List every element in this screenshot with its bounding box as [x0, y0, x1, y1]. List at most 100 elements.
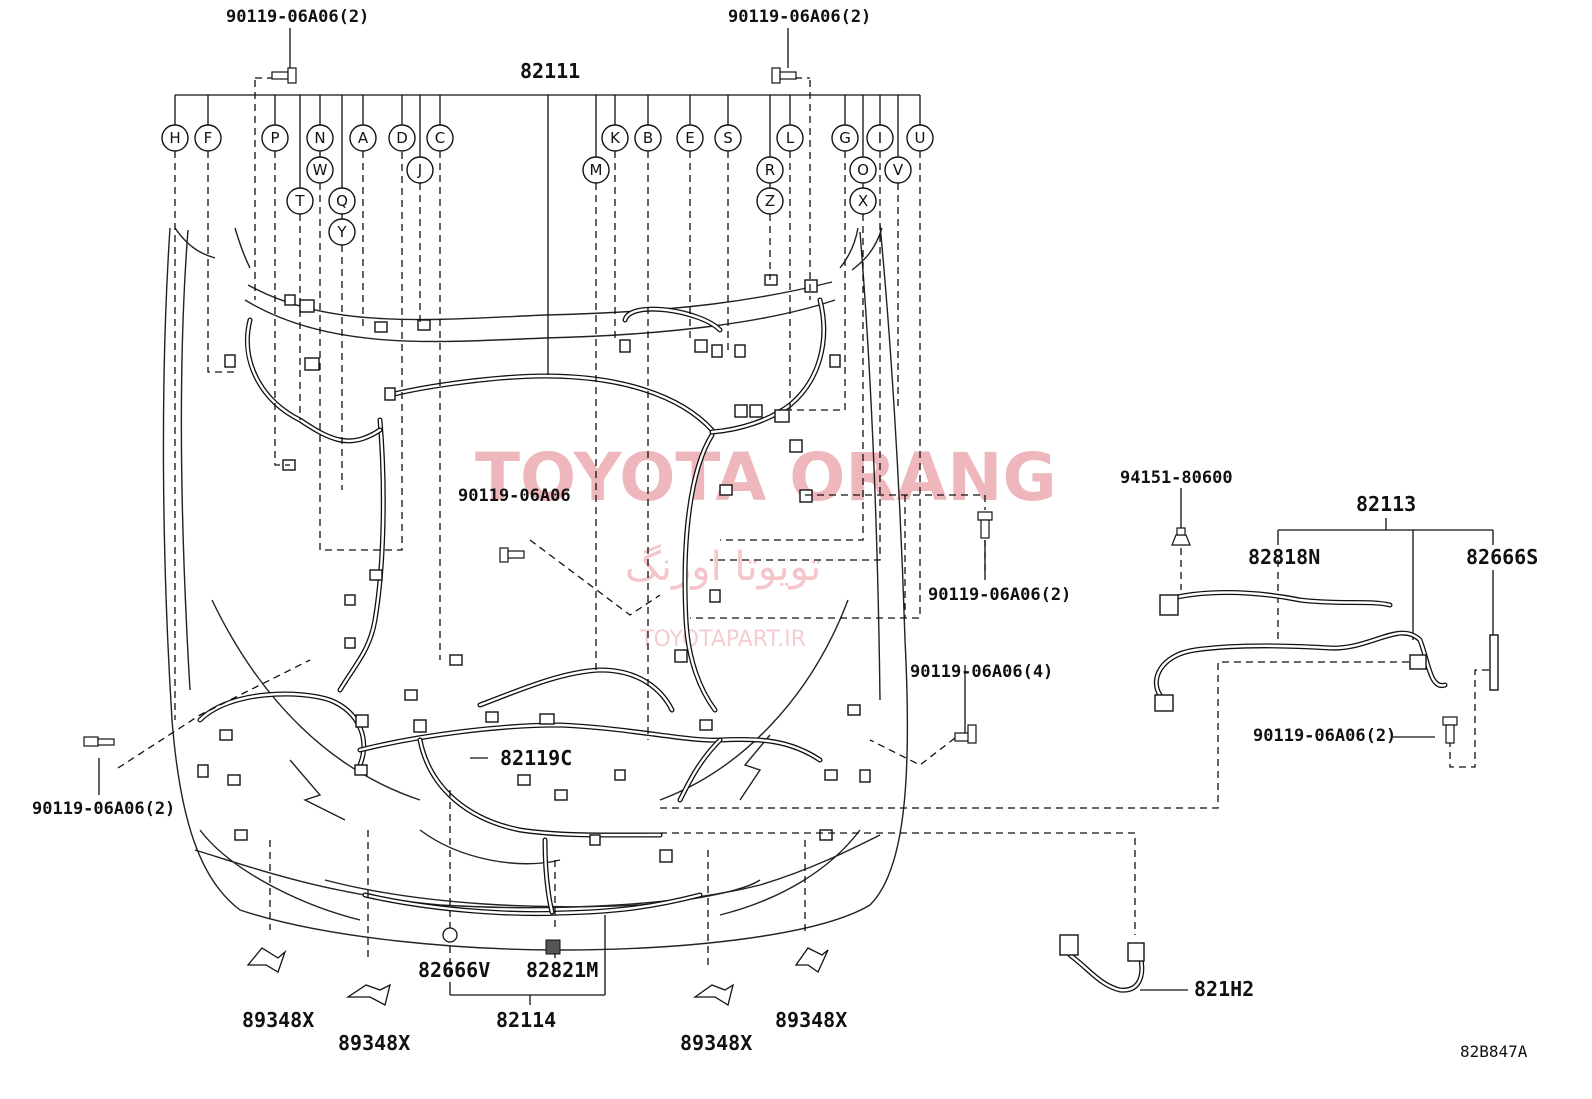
label-sub-harness[interactable]: 82119C	[500, 746, 572, 770]
connector-callout-s[interactable]: S	[714, 124, 742, 152]
bolt-icon	[771, 67, 797, 84]
connector-callout-c[interactable]: C	[426, 124, 454, 152]
svg-text:V: V	[893, 161, 904, 179]
svg-text:I: I	[878, 129, 882, 147]
watermark-site: TOYOTAPART.IR	[639, 627, 806, 652]
svg-text:E: E	[685, 129, 694, 147]
connector-callout-o[interactable]: O	[849, 156, 877, 184]
connector-callout-n[interactable]: N	[306, 124, 334, 152]
label-clamp-2[interactable]: 89348X	[338, 1031, 410, 1055]
svg-text:U: U	[915, 129, 926, 147]
label-part-82666v[interactable]: 82666V	[418, 958, 490, 982]
clamp-icon	[246, 947, 287, 973]
label-bolt-top-left[interactable]: 90119-06A06(2)	[226, 7, 369, 27]
label-clamp-1[interactable]: 89348X	[242, 1008, 314, 1032]
connector-callout-x[interactable]: X	[849, 187, 877, 215]
dashed-leaders	[117, 77, 1490, 985]
svg-text:D: D	[396, 129, 408, 147]
svg-text:F: F	[204, 129, 213, 147]
connector-callout-h[interactable]: H	[161, 124, 189, 152]
label-part-82666s[interactable]: 82666S	[1466, 545, 1538, 569]
svg-text:R: R	[765, 161, 775, 179]
svg-text:P: P	[270, 129, 279, 147]
svg-text:W: W	[313, 161, 328, 179]
bolt-icon	[499, 547, 525, 563]
part-labels: 90119-06A06(2) 90119-06A06(2) 82111 9011…	[32, 7, 1538, 1061]
connector-callout-w[interactable]: W	[306, 156, 334, 184]
svg-text:H: H	[169, 129, 180, 147]
watermark-main: TOYOTA ORANG	[475, 439, 1057, 516]
bolt-icon	[977, 511, 993, 539]
svg-text:X: X	[858, 192, 868, 210]
connector-callouts: H F P N A D C W J T Q Y K B E S L G I U …	[161, 124, 934, 246]
connector-callout-d[interactable]: D	[388, 124, 416, 152]
label-bolt-right-low[interactable]: 90119-06A06(4)	[910, 662, 1053, 682]
label-main-harness[interactable]: 82111	[520, 59, 580, 83]
label-bolt-top-right[interactable]: 90119-06A06(2)	[728, 7, 871, 27]
svg-text:L: L	[786, 129, 795, 147]
svg-text:T: T	[294, 192, 305, 210]
label-clamp-3[interactable]: 89348X	[680, 1031, 752, 1055]
label-bolt-center[interactable]: 90119-06A06	[458, 486, 571, 506]
harness-82114	[362, 837, 703, 917]
svg-text:Z: Z	[765, 192, 775, 210]
clip-icon	[1171, 527, 1191, 546]
bolt-icon	[83, 736, 115, 747]
connector-callout-u[interactable]: U	[906, 124, 934, 152]
svg-text:S: S	[723, 129, 733, 147]
harness-82113	[1153, 590, 1499, 712]
svg-text:G: G	[839, 129, 851, 147]
watermark-persian: تویوتا اورنگ	[625, 544, 821, 590]
label-bolt-left[interactable]: 90119-06A06(2)	[32, 799, 175, 819]
label-clamp-4[interactable]: 89348X	[775, 1008, 847, 1032]
callout-lines	[174, 94, 921, 375]
clamp-icon	[692, 983, 735, 1007]
connector-callout-p[interactable]: P	[261, 124, 289, 152]
connector-callout-b[interactable]: B	[634, 124, 662, 152]
svg-text:M: M	[590, 161, 603, 179]
svg-text:Y: Y	[336, 223, 347, 241]
connector-callout-l[interactable]: L	[776, 124, 804, 152]
connector-callout-t[interactable]: T	[286, 187, 314, 215]
diagram-code: 82B847A	[1460, 1042, 1528, 1061]
svg-text:N: N	[314, 129, 325, 147]
label-leaders	[98, 28, 1188, 991]
label-assy-82113[interactable]: 82113	[1356, 492, 1416, 516]
svg-text:A: A	[358, 129, 369, 147]
svg-text:Q: Q	[336, 192, 348, 210]
connector-callout-v[interactable]: V	[884, 156, 912, 184]
connector-callout-z[interactable]: Z	[756, 187, 784, 215]
svg-text:K: K	[610, 129, 621, 147]
bolt-icon	[271, 67, 297, 84]
connector-callout-a[interactable]: A	[349, 124, 377, 152]
label-part-821h2[interactable]: 821H2	[1194, 977, 1254, 1001]
label-bolt-right-mid[interactable]: 90119-06A06(2)	[928, 585, 1071, 605]
connector-callout-e[interactable]: E	[676, 124, 704, 152]
bolt-icon	[1442, 716, 1458, 744]
bolt-icon	[954, 724, 977, 744]
svg-text:O: O	[857, 161, 869, 179]
harness-821h2	[1059, 934, 1145, 993]
label-bolt-assy[interactable]: 90119-06A06(2)	[1253, 726, 1396, 746]
connector-callout-j[interactable]: J	[406, 156, 434, 184]
bracket-82113	[1277, 518, 1494, 738]
main-harness-82111	[197, 297, 827, 803]
connector-callout-f[interactable]: F	[194, 124, 222, 152]
label-clip-94151[interactable]: 94151-80600	[1120, 468, 1233, 488]
connector-callout-i[interactable]: I	[866, 124, 894, 152]
connector-callout-k[interactable]: K	[601, 124, 629, 152]
sub-harness-82119c	[417, 737, 663, 838]
connector-callout-q[interactable]: Q	[328, 187, 356, 215]
connector-callout-g[interactable]: G	[831, 124, 859, 152]
connector-callout-r[interactable]: R	[756, 156, 784, 184]
connector-callout-m[interactable]: M	[582, 156, 610, 184]
label-part-82818n[interactable]: 82818N	[1248, 545, 1320, 569]
label-assy-82114[interactable]: 82114	[496, 1008, 556, 1032]
connector-callout-y[interactable]: Y	[328, 218, 356, 246]
clip-icon	[442, 927, 561, 955]
connector-blocks	[197, 274, 871, 863]
bracket-82114	[449, 915, 606, 1005]
svg-text:C: C	[435, 129, 445, 147]
label-part-82821m[interactable]: 82821M	[526, 958, 598, 982]
